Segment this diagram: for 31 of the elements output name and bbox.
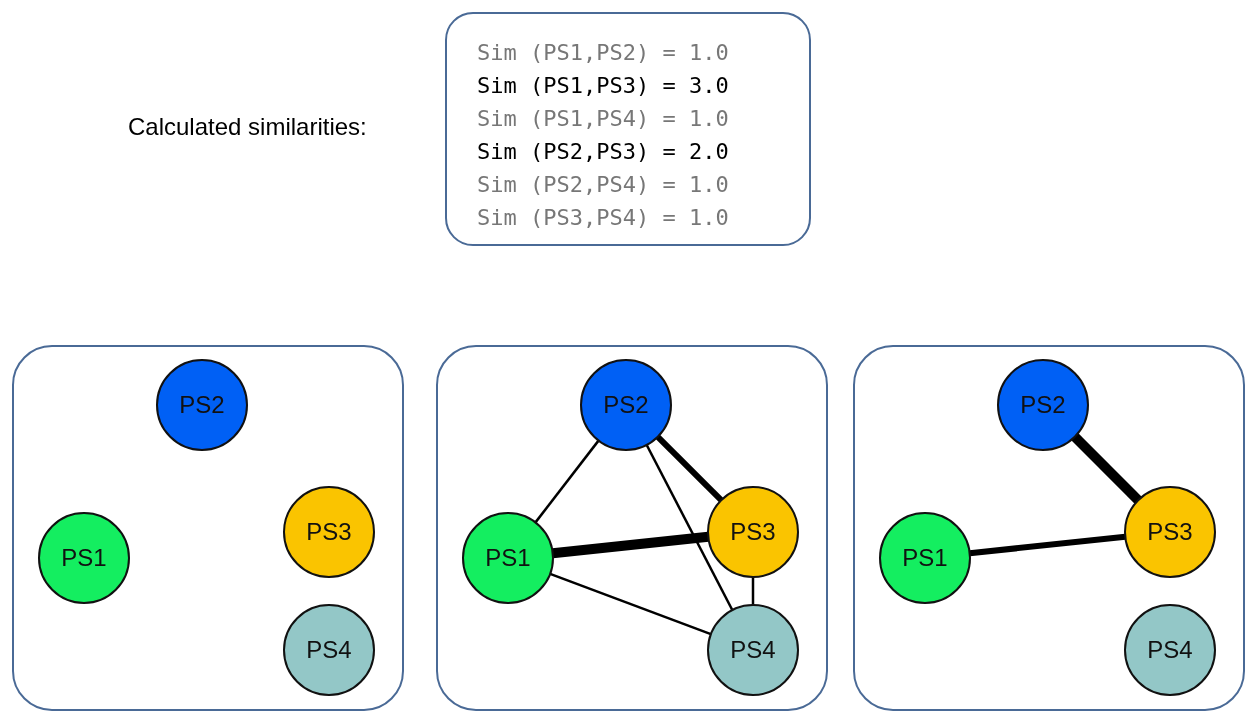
similarity-edge	[751, 577, 755, 605]
similarity-edge	[1071, 433, 1142, 504]
similarity-value: Sim (PS2,PS4) = 1.0	[477, 171, 729, 199]
node-circle: PS2	[997, 359, 1089, 451]
graph-panel	[436, 345, 828, 711]
similarity-value: Sim (PS1,PS4) = 1.0	[477, 105, 729, 133]
node-circle: PS1	[879, 512, 971, 604]
similarity-edge	[969, 533, 1126, 557]
similarity-edge	[645, 444, 734, 611]
similarity-edge	[552, 531, 709, 559]
similarity-edge	[655, 434, 724, 503]
similarity-value: Sim (PS1,PS3) = 3.0	[477, 72, 729, 100]
node-circle: PS4	[283, 604, 375, 696]
node-circle: PS4	[707, 604, 799, 696]
graph-panel	[12, 345, 404, 711]
heading-label: Calculated similarities:	[128, 113, 367, 141]
similarity-value: Sim (PS3,PS4) = 1.0	[477, 204, 729, 232]
similarity-value: Sim (PS2,PS3) = 2.0	[477, 138, 729, 166]
node-circle: PS2	[156, 359, 248, 451]
node-circle: PS4	[1124, 604, 1216, 696]
similarity-edge	[534, 439, 600, 524]
node-circle: PS2	[580, 359, 672, 451]
similarity-value: Sim (PS1,PS2) = 1.0	[477, 39, 729, 67]
node-circle: PS3	[1124, 486, 1216, 578]
graph-panel	[853, 345, 1245, 711]
node-circle: PS3	[283, 486, 375, 578]
similarity-edge	[549, 572, 712, 636]
node-circle: PS1	[38, 512, 130, 604]
similarity-list-box	[445, 12, 811, 246]
node-circle: PS3	[707, 486, 799, 578]
node-circle: PS1	[462, 512, 554, 604]
